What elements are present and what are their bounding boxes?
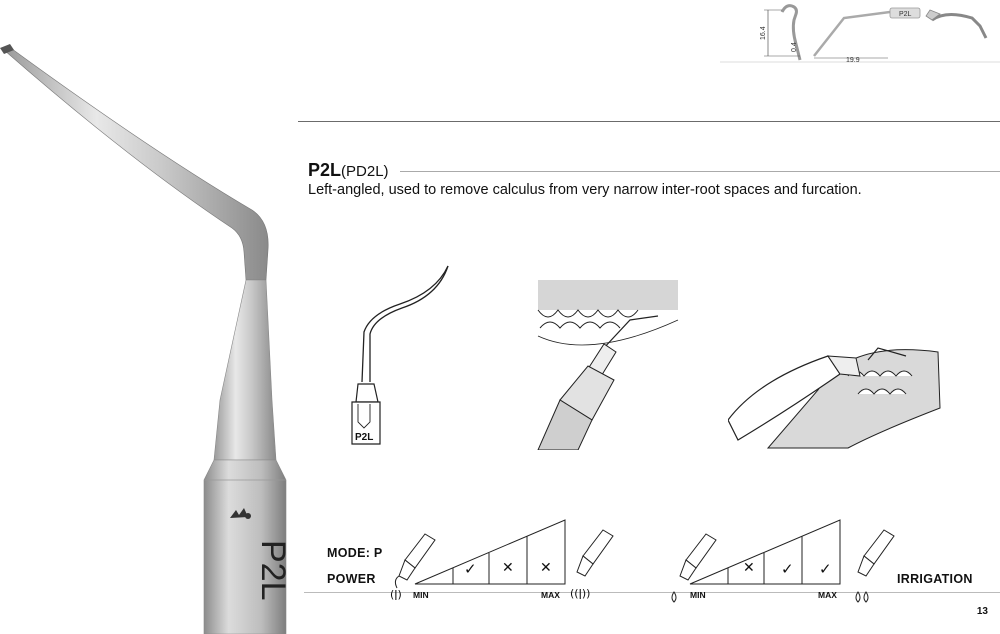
product-title: P2L(PD2L) xyxy=(308,160,389,181)
power-label: POWER xyxy=(327,572,376,586)
mode-label: MODE: P xyxy=(327,546,383,560)
dimension-diameter: 0.4 xyxy=(791,42,798,52)
tip-line-drawing: P2L xyxy=(351,265,449,445)
power-min-label: MIN xyxy=(413,590,429,600)
thumb-marking: P2L xyxy=(355,432,373,443)
teeth-illustration-2 xyxy=(728,347,941,449)
irrigation-mark-1: ✕ xyxy=(743,560,755,576)
title-underline xyxy=(400,171,1000,172)
power-mark-2: ✕ xyxy=(502,560,514,576)
irrigation-min-label: MIN xyxy=(690,590,706,600)
power-min-wave-icon: (ǀ) xyxy=(390,588,402,601)
scaler-tip-photo: P2L xyxy=(0,44,292,634)
dimension-length: 19.9 xyxy=(846,57,860,64)
product-alt-code: (PD2L) xyxy=(341,163,389,180)
tip-marking: P2L xyxy=(254,540,292,601)
teeth-illustration-1 xyxy=(537,280,679,450)
divider-top xyxy=(298,121,1000,122)
product-code: P2L xyxy=(308,160,342,180)
product-description: Left-angled, used to remove calculus fro… xyxy=(308,182,862,198)
dimension-height: 16.4 xyxy=(760,26,767,40)
power-max-wave-icon: ((ǀ)) xyxy=(570,587,591,600)
irrigation-label: IRRIGATION xyxy=(897,572,973,586)
drawing-label: P2L xyxy=(899,11,912,18)
power-max-label: MAX xyxy=(541,590,560,600)
irrigation-mark-2: ✓ xyxy=(781,560,794,578)
irrigation-chart xyxy=(671,519,895,603)
irrigation-mark-3: ✓ xyxy=(819,560,832,578)
power-chart xyxy=(394,519,614,589)
page-number: 13 xyxy=(976,606,988,617)
irrigation-max-label: MAX xyxy=(818,590,837,600)
dimension-drawings: 16.4 0.4 P2L 19.9 xyxy=(720,4,1000,64)
power-mark-1: ✓ xyxy=(464,560,477,578)
divider-bottom xyxy=(304,592,1000,593)
power-mark-3: ✕ xyxy=(540,560,552,576)
